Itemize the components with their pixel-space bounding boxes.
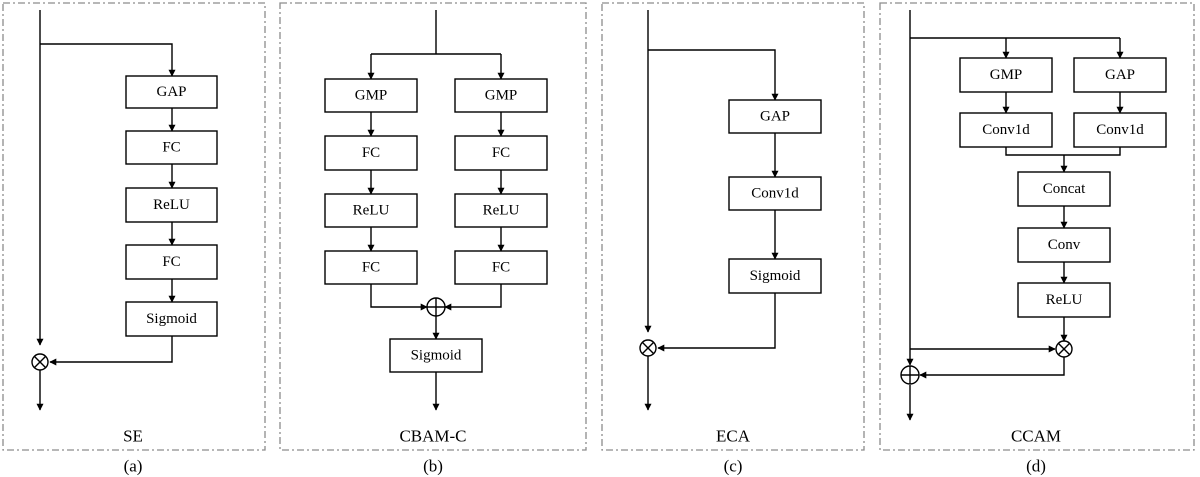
block-label: FC [492, 145, 510, 161]
block-conv1d: Conv1d [1073, 112, 1167, 148]
block-label: Conv [1048, 237, 1081, 253]
left-branch: GMP Conv1d [959, 57, 1053, 148]
add-operator [900, 365, 920, 385]
block-label: GMP [990, 67, 1023, 83]
block-label: FC [162, 140, 180, 156]
multiply-operator [31, 353, 49, 371]
panel-caption: (c) [724, 457, 743, 476]
block-relu: ReLU [125, 187, 218, 223]
panel-caption: (a) [124, 457, 143, 476]
block-gmp: GMP [959, 57, 1053, 93]
block-label: FC [162, 254, 180, 270]
connectors [644, 10, 779, 411]
block-label: GMP [485, 88, 518, 104]
block-gmp: GMP [454, 78, 548, 113]
panel-cbam-c: GMP FC ReLU FC GMP FC [279, 2, 587, 476]
right-branch: GAP Conv1d [1073, 57, 1167, 148]
block-gap: GAP [1073, 57, 1167, 93]
block-label: ReLU [353, 203, 390, 219]
panel-frame [879, 2, 1195, 451]
block-label: Conv1d [751, 186, 799, 202]
block-label: Conv1d [1096, 122, 1144, 138]
panel-se: GAP FC ReLU FC Sigmoid SE (a) [2, 2, 266, 476]
block-label: Sigmoid [750, 268, 801, 284]
block-fc: FC [454, 250, 548, 285]
block-gap: GAP [728, 99, 822, 134]
block-label: Sigmoid [146, 311, 197, 327]
block-fc: FC [324, 250, 418, 285]
panel-frame [601, 2, 865, 451]
block-sigmoid: Sigmoid [125, 301, 218, 337]
panel-caption: (b) [423, 457, 443, 476]
block-label: FC [362, 145, 380, 161]
panel-title: CCAM [1011, 427, 1061, 446]
block-label: GMP [355, 88, 388, 104]
block-relu: ReLU [324, 193, 418, 228]
panel-frame [279, 2, 587, 451]
block-concat: Concat [1017, 171, 1111, 207]
block-conv1d: Conv1d [959, 112, 1053, 148]
panel-title: ECA [716, 427, 751, 446]
block-relu: ReLU [1017, 282, 1111, 318]
block-gmp: GMP [324, 78, 418, 113]
block-fc: FC [324, 135, 418, 171]
block-sigmoid: Sigmoid [389, 338, 483, 373]
block-fc: FC [125, 130, 218, 165]
panel-caption: (d) [1026, 457, 1046, 476]
block-conv1d: Conv1d [728, 176, 822, 211]
block-label: ReLU [153, 197, 190, 213]
connectors [906, 10, 1124, 421]
block-label: Sigmoid [411, 348, 462, 364]
block-relu: ReLU [454, 193, 548, 228]
block-label: GAP [760, 109, 790, 125]
block-fc: FC [454, 135, 548, 171]
block-fc: FC [125, 244, 218, 280]
block-label: Conv1d [982, 122, 1030, 138]
connectors [36, 10, 176, 411]
block-label: FC [492, 260, 510, 276]
connectors [367, 10, 505, 411]
panel-title: SE [123, 427, 143, 446]
block-conv: Conv [1017, 227, 1111, 263]
block-label: Concat [1043, 181, 1086, 197]
block-label: ReLU [483, 203, 520, 219]
panel-eca: GAP Conv1d Sigmoid ECA (c) [601, 2, 865, 476]
add-operator [426, 297, 446, 317]
block-label: ReLU [1046, 292, 1083, 308]
multiply-operator [1055, 340, 1073, 358]
panel-title: CBAM-C [399, 427, 466, 446]
block-label: GAP [1105, 67, 1135, 83]
left-branch: GMP FC ReLU FC [324, 78, 418, 285]
panel-frame [2, 2, 266, 451]
block-sigmoid: Sigmoid [728, 258, 822, 294]
block-gap: GAP [125, 75, 218, 109]
multiply-operator [639, 339, 657, 357]
right-branch: GMP FC ReLU FC [454, 78, 548, 285]
block-label: FC [362, 260, 380, 276]
panel-ccam: GMP Conv1d GAP Conv1d Concat Conv [879, 2, 1195, 476]
block-label: GAP [156, 84, 186, 100]
